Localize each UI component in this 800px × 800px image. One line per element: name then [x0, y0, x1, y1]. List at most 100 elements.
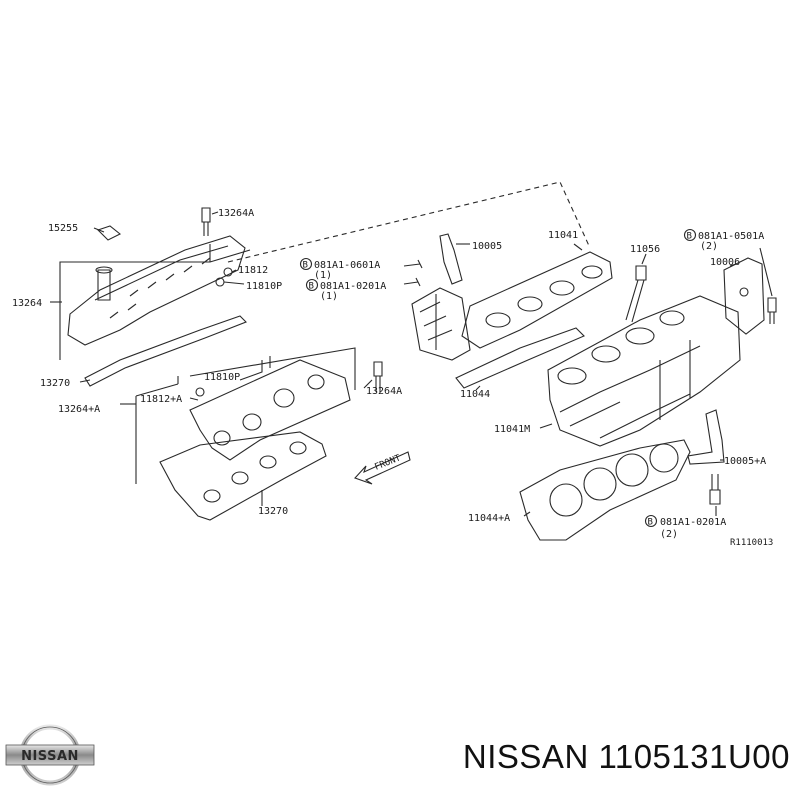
coil-hole-4 — [307, 374, 325, 390]
plug-seal-1 — [203, 489, 221, 503]
label-13264a-mid: 13264A — [366, 386, 402, 397]
gasket-11044 — [455, 327, 585, 389]
label-11810p-top: 11810P — [246, 281, 282, 292]
label-b-0201a-lower: B — [648, 518, 653, 528]
leader-11812a — [189, 397, 199, 401]
leader-13270-left — [79, 379, 91, 383]
gasket-13270-upper — [84, 315, 247, 387]
leader-10006 — [729, 263, 737, 267]
head-port-2 — [591, 345, 621, 363]
dashed-assembly-line — [227, 181, 591, 263]
b-circle-0501a — [683, 228, 697, 242]
label-11812: 11812 — [238, 265, 268, 276]
bore-2 — [583, 467, 617, 501]
bolt-0201a — [403, 277, 421, 287]
label-11044a: 11044+A — [468, 513, 510, 524]
bolt-13264a-mid — [373, 361, 383, 392]
leader-13264a-mid — [363, 379, 373, 389]
intake-manifold-11041 — [461, 251, 613, 349]
leader-11041 — [573, 243, 583, 251]
bolt-11056 — [625, 265, 647, 323]
label-11041: 11041 — [548, 230, 578, 241]
label-13270-low: 13270 — [258, 506, 288, 517]
leader-11044a — [523, 511, 531, 517]
bracket-10005 — [439, 233, 463, 285]
label-0201a-lower-qty: (2) — [660, 529, 678, 540]
bore-1 — [549, 483, 583, 517]
reference-code: R1110013 — [730, 538, 773, 548]
label-11810p-low: 11810P — [204, 372, 240, 383]
coil-hole-1 — [213, 430, 231, 446]
plug-seal-3 — [259, 455, 277, 469]
bolt-13264a-top — [201, 207, 211, 236]
front-arrow — [354, 451, 411, 485]
bracket-frame-13264pa — [135, 347, 356, 484]
label-13264pa: 13264+A — [58, 404, 100, 415]
label-0501a: 081A1-0501A — [698, 231, 764, 242]
bolt-0201a-lower — [709, 474, 721, 505]
label-13264a-top: 13264A — [218, 208, 254, 219]
b-circle-0201a — [305, 278, 319, 292]
oil-filler-neck-top — [95, 266, 113, 274]
b-circle-0601a — [299, 257, 313, 271]
valve-cover-13264-ridge — [94, 245, 229, 301]
b-circle-0201a-lower — [644, 514, 658, 528]
label-11041m: 11041M — [494, 424, 530, 435]
label-b-0601a: B — [303, 261, 308, 271]
part-number-caption: NISSAN 1105131U00 — [462, 738, 790, 775]
label-0601a: 081A1-0601A — [314, 260, 380, 271]
leader-15255 — [93, 227, 105, 233]
leader-11041m — [539, 423, 553, 429]
label-15255: 15255 — [48, 223, 78, 234]
label-0201a-qty: (1) — [320, 291, 338, 302]
head-port-4 — [659, 310, 685, 326]
label-10005: 10005 — [472, 241, 502, 252]
head-gasket-11044a — [519, 439, 691, 541]
valve-cover-rail — [239, 356, 271, 381]
label-13264: 13264 — [12, 298, 42, 309]
label-0201a-lower: 081A1-0201A — [660, 517, 726, 528]
label-0201a: 081A1-0201A — [320, 281, 386, 292]
label-0601a-qty: (1) — [314, 270, 332, 281]
part-11810p-low — [195, 387, 205, 397]
bracket-10005a — [687, 409, 725, 465]
cylinder-head-11041m — [547, 295, 741, 447]
bolt-0601a — [403, 259, 423, 269]
head-port-3 — [625, 327, 655, 345]
leader-11810p-top — [223, 281, 245, 285]
bore-3 — [615, 453, 649, 487]
plug-seal-4 — [289, 441, 307, 455]
label-b-0201a: B — [309, 282, 314, 292]
cylinder-head-upper — [411, 287, 471, 361]
head-port-1 — [557, 367, 587, 385]
plate-10006-hole — [739, 287, 749, 297]
bore-4 — [649, 443, 679, 473]
nissan-logo-text: NISSAN — [21, 749, 79, 764]
bracket-frame-13264 — [59, 261, 95, 360]
leader-11812 — [231, 269, 237, 273]
coil-hole-2 — [242, 413, 262, 431]
label-11056: 11056 — [630, 244, 660, 255]
valve-cover-13264 — [67, 235, 246, 346]
leader-11044 — [475, 385, 481, 391]
bolt-0501a — [767, 297, 777, 324]
oil-filler-cap-15255 — [96, 225, 122, 241]
nissan-logo: NISSAN — [5, 724, 95, 786]
label-10006: 10006 — [710, 257, 740, 268]
port-3 — [549, 280, 575, 296]
valve-cover-13264pa — [189, 359, 351, 461]
label-11044: 11044 — [460, 389, 490, 400]
head-detail — [559, 340, 701, 439]
leader-11056 — [641, 253, 647, 265]
port-2 — [517, 296, 543, 312]
coil-hole-3 — [273, 388, 295, 408]
leader-13264a-top — [211, 211, 219, 215]
leader-0501a — [759, 247, 773, 297]
label-10005a: 10005+A — [724, 456, 766, 467]
label-11812a: 11812+A — [140, 394, 182, 405]
label-13270-left: 13270 — [40, 378, 70, 389]
plug-seal-2 — [231, 471, 249, 485]
cylinder-head-upper-detail — [419, 294, 453, 350]
